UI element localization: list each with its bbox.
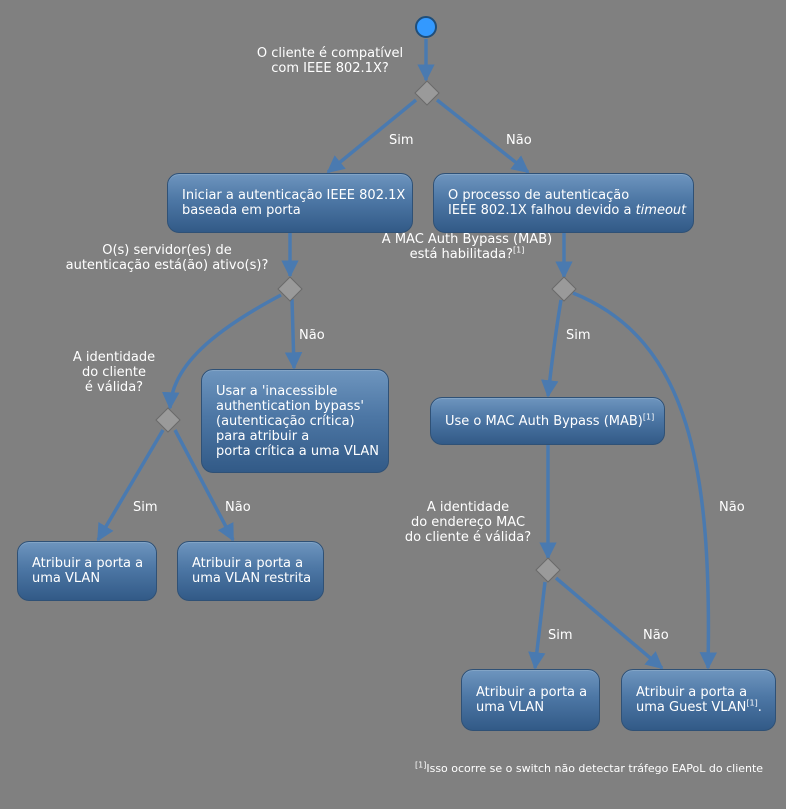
node-assign-vlan-mab: Atribuir a porta a uma VLAN [461, 669, 600, 731]
decision-servers-active [277, 276, 303, 302]
edge-d3-to-restricted [173, 429, 235, 542]
edge-d2-to-inaccessible [284, 298, 303, 370]
node-assign-vlan: Atribuir a porta a uma VLAN [17, 541, 157, 601]
footnote-ref: [1] [513, 245, 525, 255]
edge-d4-to-guest [572, 291, 718, 670]
node-timeout: O processo de autenticação IEEE 802.1X f… [433, 173, 694, 233]
node-assign-restricted-vlan: Atribuir a porta a uma VLAN restrita [177, 541, 324, 601]
edge-d5-to-guest [554, 576, 664, 670]
edge-label-no: Não [299, 328, 325, 343]
decision-mab-enabled [551, 276, 577, 302]
decision-ieee-compat [414, 80, 440, 106]
edge-label-no: Não [506, 133, 532, 148]
footnote-mark: [1] [415, 760, 427, 770]
node-start-auth: Iniciar a autenticação IEEE 802.1X basea… [167, 173, 413, 233]
edge-label-yes: Sim [566, 328, 591, 343]
question-client-identity: A identidade do cliente é válida? [72, 350, 156, 395]
question-mab-enabled: A MAC Auth Bypass (MAB) está habilitada?… [381, 232, 553, 262]
question-ieee-compat: O cliente é compatível com IEEE 802.1X? [256, 46, 404, 76]
decision-mac-identity [535, 557, 561, 583]
node-inaccessible-bypass: Usar a 'inacessible authentication bypas… [201, 369, 389, 473]
edge-label-no: Não [719, 500, 745, 515]
start-node [415, 16, 437, 38]
edge-d1-to-timeout [435, 98, 530, 174]
edge-d3-to-assign-vlan-1 [96, 429, 165, 542]
footnote-ref: [1] [746, 698, 758, 708]
edge-label-no: Não [225, 500, 251, 515]
footnote-ref: [1] [642, 412, 655, 422]
decision-client-identity [155, 407, 181, 433]
footnote: [1]Isso ocorre se o switch não detectar … [415, 760, 764, 775]
edge-d2-to-d3 [162, 293, 282, 410]
edge-label-yes: Sim [133, 500, 158, 515]
edge-label-yes: Sim [548, 628, 573, 643]
edge-label-yes: Sim [389, 133, 414, 148]
node-use-mab: Use o MAC Auth Bypass (MAB)[1] [430, 397, 665, 445]
edge-d4-to-use-mab [541, 299, 563, 398]
edge-d1-to-start-auth [326, 98, 418, 174]
question-servers-active: O(s) servidor(es) de autenticação está(ã… [65, 243, 269, 273]
edge-label-no: Não [643, 628, 669, 643]
node-assign-guest-vlan: Atribuir a porta a uma Guest VLAN[1]. [621, 669, 776, 731]
edge-d5-to-assign-vlan-2 [528, 581, 547, 670]
question-mac-identity: A identidade do endereço MAC do cliente … [404, 500, 532, 545]
